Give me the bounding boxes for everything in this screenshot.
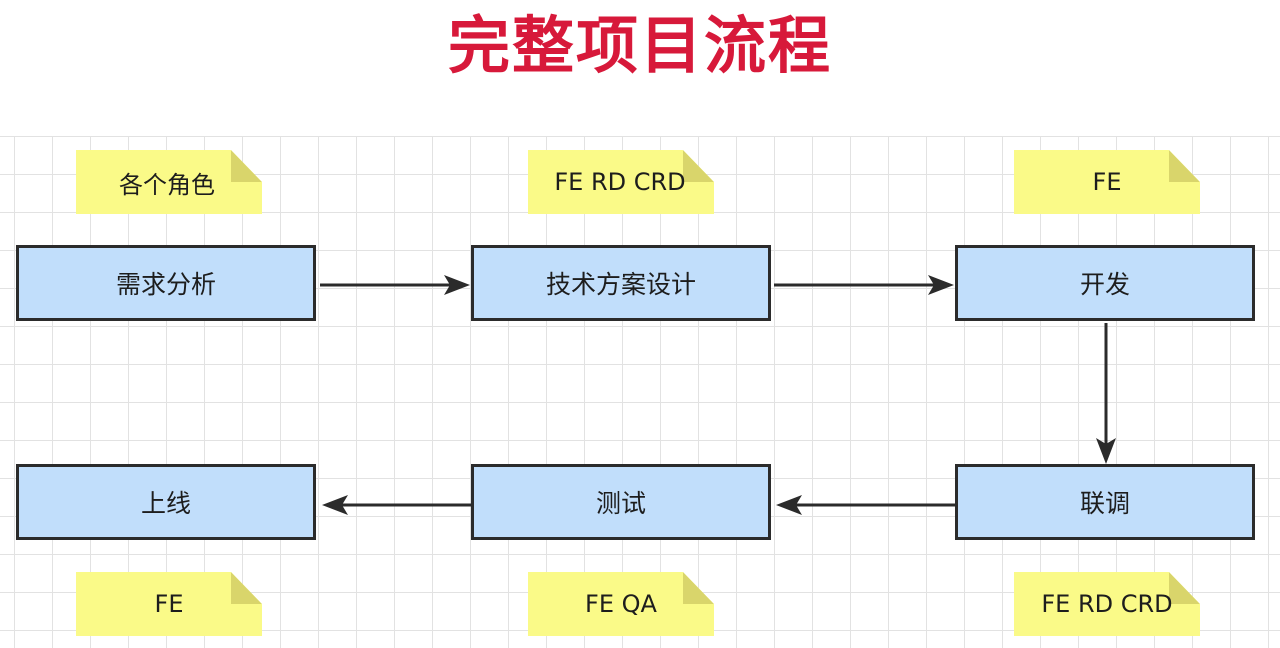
arrowhead-test-to-release xyxy=(322,495,348,515)
arrowhead-design-to-dev xyxy=(928,275,954,295)
note-release-roles: FE xyxy=(76,572,262,636)
node-development[interactable]: 开发 xyxy=(955,245,1255,321)
note-test-roles: FE QA xyxy=(528,572,714,636)
node-testing[interactable]: 测试 xyxy=(471,464,771,540)
arrowhead-joint-to-test xyxy=(776,495,802,515)
node-label: 开发 xyxy=(1079,270,1130,299)
arrowhead-dev-to-joint xyxy=(1096,438,1116,464)
arrowhead-analysis-to-design xyxy=(444,275,470,295)
node-label: 联调 xyxy=(1079,489,1130,518)
note-label: FE QA xyxy=(585,590,657,618)
node-requirement-analysis[interactable]: 需求分析 xyxy=(16,245,316,321)
node-label: 测试 xyxy=(595,489,646,518)
node-technical-design[interactable]: 技术方案设计 xyxy=(471,245,771,321)
note-analysis-roles: 各个角色 xyxy=(76,150,262,214)
node-joint-debugging[interactable]: 联调 xyxy=(955,464,1255,540)
note-label: 各个角色 xyxy=(119,170,215,199)
note-label: FE RD CRD xyxy=(1041,590,1173,618)
note-label: FE RD CRD xyxy=(554,168,686,196)
note-joint-roles: FE RD CRD xyxy=(1014,572,1200,636)
note-label: FE xyxy=(154,590,184,618)
page-title: 完整项目流程 xyxy=(447,9,832,82)
grid-canvas xyxy=(0,136,1280,648)
node-label: 技术方案设计 xyxy=(545,270,696,299)
node-label: 上线 xyxy=(140,489,191,518)
node-release[interactable]: 上线 xyxy=(16,464,316,540)
note-dev-roles: FE xyxy=(1014,150,1200,214)
node-label: 需求分析 xyxy=(115,270,216,299)
note-design-roles: FE RD CRD xyxy=(528,150,714,214)
note-label: FE xyxy=(1092,168,1122,196)
